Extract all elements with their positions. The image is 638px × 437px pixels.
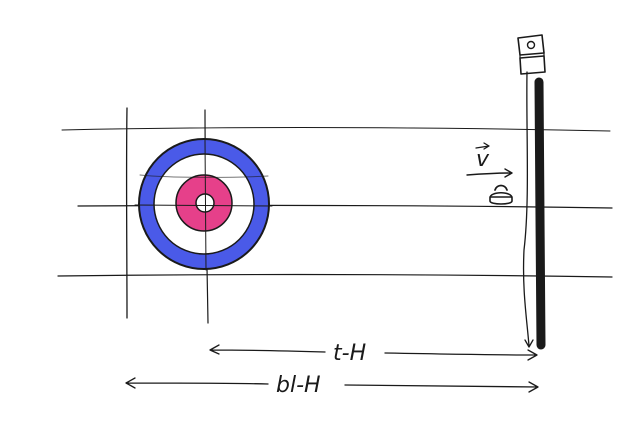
laser-beam-tip [524,339,534,348]
backline-to-hog-left-arrow [125,377,269,389]
tee-to-hog-left-arrow [209,344,326,355]
stone-with-velocity: v [466,142,513,205]
dimension-tee-to-hog: t-H [209,341,538,366]
backline-to-hog-right-arrow [344,381,539,393]
sheet-line-bottom [57,274,613,278]
sheet-line-top [61,127,611,132]
vector-arrow-icon [466,168,513,178]
backline-to-hog-label: bl-H [276,373,321,398]
hog-line-assembly [517,34,546,350]
curling-stone-icon [489,184,513,205]
tee-to-hog-label: t-H [333,341,366,366]
tee-to-hog-right-arrow [384,349,538,361]
velocity-label: v [476,147,490,172]
hog-line-bar [534,77,546,350]
sensor-device-icon [517,34,546,75]
laser-beam-line [522,71,530,347]
dimension-backline-to-hog: bl-H [125,373,539,398]
velocity-label-arrow [475,142,490,150]
house-target [134,138,273,271]
